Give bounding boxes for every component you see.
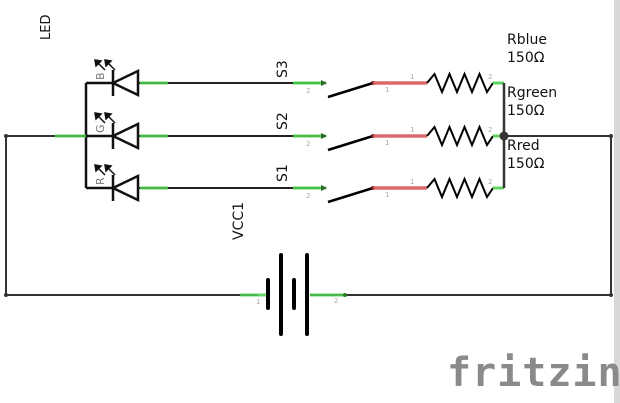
switch-pin-1-label: 1	[385, 139, 389, 147]
led-channel-b: B	[94, 72, 107, 80]
led-channel-r: R	[94, 177, 107, 185]
resistor-pin-1-label: 1	[410, 178, 414, 186]
resistor-pin-1-label: 1	[410, 73, 414, 81]
switch-pin-2-label: 2	[306, 192, 310, 200]
resistor-name-rblue: Rblue	[507, 32, 547, 48]
resistor-pin-1-label: 1	[410, 126, 414, 134]
switch-pin-2-label: 2	[306, 140, 310, 148]
led-channel-g: G	[94, 124, 107, 133]
wire-bend-point	[4, 293, 8, 297]
battery-label: VCC1	[231, 202, 247, 240]
resistor-value-rred: 150Ω	[507, 156, 545, 172]
wire-bend-point	[609, 293, 613, 297]
battery-vcc1[interactable]	[240, 253, 347, 336]
battery-pin-2-label: 2	[334, 297, 338, 305]
switch-label-s3: S3	[275, 60, 291, 78]
light-emission-icon	[94, 59, 116, 71]
switch-blade[interactable]	[327, 186, 374, 204]
resistor-rred[interactable]	[426, 176, 494, 200]
resistor-rgreen[interactable]	[426, 124, 494, 148]
switch-pin-2-label: 2	[306, 87, 310, 95]
resistor-rblue[interactable]	[426, 71, 494, 95]
pin-arrow-icon	[321, 80, 327, 86]
resistor-pin-2-label: 2	[488, 126, 492, 134]
switch-label-s1: S1	[275, 164, 291, 182]
pin-arrow-icon	[321, 133, 327, 139]
wire-bend-point	[609, 134, 613, 138]
switch-label-s2: S2	[275, 112, 291, 130]
resistor-name-rgreen: Rgreen	[507, 85, 557, 101]
pin-end	[343, 293, 347, 297]
resistor-value-rgreen: 150Ω	[507, 103, 545, 119]
battery-pin-1-label: 1	[256, 298, 260, 306]
switch-pin-1-label: 1	[385, 86, 389, 94]
switch-blade[interactable]	[327, 134, 374, 152]
led-label: LED	[39, 15, 54, 40]
light-emission-icon	[94, 164, 116, 176]
resistor-pin-2-label: 2	[488, 178, 492, 186]
fritzing-logo: fritzing	[447, 350, 620, 396]
resistor-value-rblue: 150Ω	[507, 50, 545, 66]
resistor-name-rred: Rred	[507, 138, 540, 154]
switch-blade[interactable]	[327, 81, 374, 99]
resistor-pin-2-label: 2	[488, 73, 492, 81]
switch-pin-1-label: 1	[385, 191, 389, 199]
light-emission-icon	[94, 112, 116, 124]
junction-node	[499, 131, 509, 141]
pin-arrow-icon	[321, 185, 327, 191]
wire-bend-point	[4, 134, 8, 138]
wire-outer-loop[interactable]	[5, 135, 612, 296]
led-common-bus	[84, 81, 112, 190]
canvas-scrollbar[interactable]	[614, 0, 620, 403]
